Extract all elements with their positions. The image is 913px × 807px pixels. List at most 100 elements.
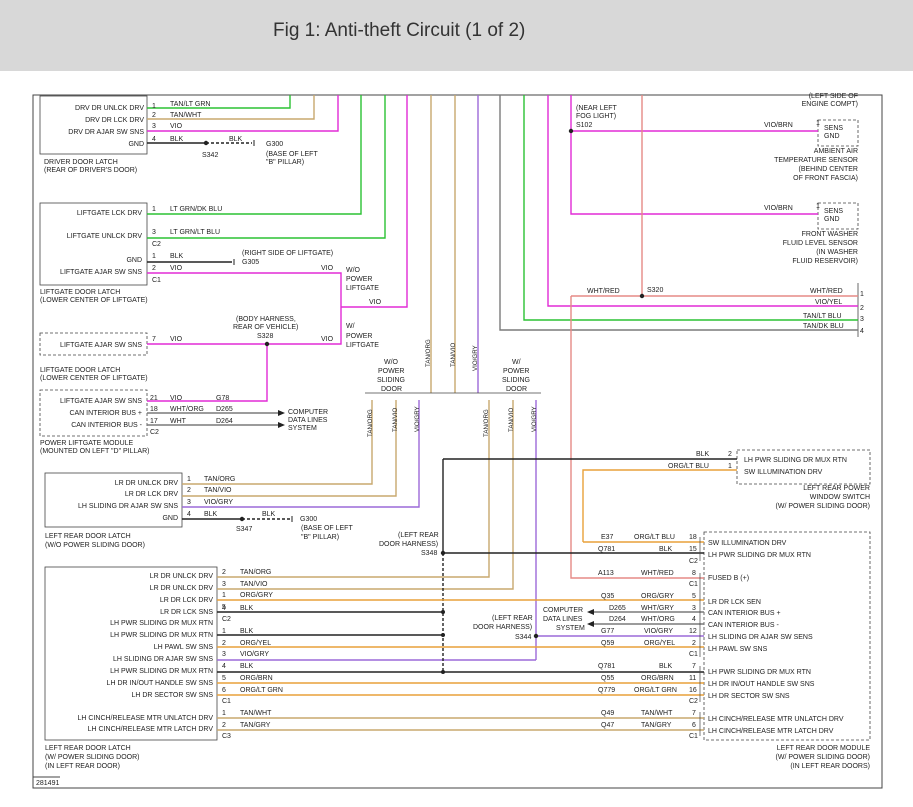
- diagram-label: 2: [860, 305, 864, 312]
- wire-vio-drv-ajar: [147, 95, 339, 132]
- diagram-label: Q55: [601, 675, 614, 682]
- diagram-label: 7: [692, 710, 696, 717]
- diagram-label: 6: [692, 722, 696, 729]
- wire-color-label: VIO/GRY: [531, 406, 538, 432]
- diagram-label: (RIGHT SIDE OF LIFTGATE): [242, 250, 333, 257]
- wire-color-label: TAN/ORG: [483, 409, 490, 437]
- diagram-label: DATA LINES: [543, 616, 583, 623]
- wire-vio-liftgate-ajar: [147, 272, 342, 307]
- wire-tan-org-wo: [182, 400, 373, 485]
- diagram-label: 2: [222, 640, 226, 647]
- diagram-label: W/: [346, 323, 355, 330]
- diagram-label: 3: [692, 605, 696, 612]
- diagram-label: ORG/LT GRN: [634, 687, 677, 694]
- diagram-label: WINDOW SWITCH: [810, 494, 870, 501]
- diagram-label: POWER: [503, 368, 529, 375]
- diagram-label: WHT/RED: [810, 288, 843, 295]
- diagram-label: GND: [126, 257, 142, 264]
- diagram-label: LH SLIDING DR AJAR SW SNS: [113, 656, 213, 663]
- diagram-label: LH DR SECTOR SW SNS: [708, 693, 790, 700]
- diagram-label: G77: [601, 628, 614, 635]
- diagram-label: LEFT REAR DOOR LATCH: [45, 745, 131, 752]
- diagram-label: LIFTGATE LCK DRV: [77, 210, 142, 217]
- diagram-label: TAN/ORG: [240, 569, 271, 576]
- diagram-label: (IN LEFT REAR DOORS): [790, 763, 870, 770]
- wire-top-gray-2: [523, 95, 858, 321]
- diagram-label: WHT: [170, 418, 187, 425]
- diagram-label: LH PAWL SW SNS: [154, 644, 214, 651]
- diagram-label: TAN/VIO: [204, 487, 232, 494]
- diagram-label: (LOWER CENTER OF LIFTGATE): [40, 297, 148, 304]
- diagram-label: LR DR UNLCK DRV: [150, 585, 214, 592]
- diagram-label: LH CINCH/RELEASE MTR UNLATCH DRV: [78, 715, 214, 722]
- diagram-label: (BEHIND CENTER: [798, 166, 858, 173]
- diagram-label: (MOUNTED ON LEFT "D" PILLAR): [40, 448, 149, 455]
- diagram-label: SENS: [824, 208, 843, 215]
- diagram-label: (W/ POWER SLIDING DOOR): [776, 754, 871, 761]
- diagram-label: 7: [692, 663, 696, 670]
- diagram-label: TAN/GRY: [641, 722, 672, 729]
- diagram-label: (LEFT SIDE OF: [809, 93, 858, 100]
- driver-door-latch-box: [39, 95, 148, 155]
- diagram-label: S342: [202, 152, 218, 159]
- diagram-label: 17: [150, 418, 158, 425]
- diagram-label: VIO: [369, 299, 382, 306]
- wire-tan-lt-grn: [147, 95, 291, 109]
- splice-s320: [639, 293, 645, 299]
- splice-mux-1: [441, 610, 445, 614]
- diagram-label: G300: [266, 141, 283, 148]
- left-rear-module-box: [703, 531, 871, 741]
- diagram-label: (BODY HARNESS,: [236, 316, 296, 323]
- diagram-label: BLK: [229, 136, 243, 143]
- diagram-label: GND: [128, 141, 144, 148]
- diagram-label: (W/ POWER SLIDING DOOR): [45, 754, 140, 761]
- diagram-label: LT GRN/LT BLU: [170, 229, 220, 236]
- diagram-label: 8: [692, 570, 696, 577]
- diagram-label: TEMPERATURE SENSOR: [774, 157, 858, 164]
- liftgate-latch-box: [39, 202, 148, 286]
- diagram-label: D264: [609, 616, 626, 623]
- diagram-label: LIFTGATE AJAR SW SNS: [60, 342, 142, 349]
- diagram-label: LR DR UNLCK DRV: [115, 480, 179, 487]
- diagram-label: C1: [689, 651, 698, 658]
- header-bar: Fig 1: Anti-theft Circuit (1 of 2): [0, 0, 913, 71]
- diagram-label: 11: [689, 675, 696, 682]
- diagram-label: TAN/WHT: [641, 710, 673, 717]
- wire-tan-org-w: [217, 400, 490, 578]
- diagram-label: LH PWR SLIDING DR MUX RTN: [708, 552, 811, 559]
- diagram-label: S347: [236, 526, 252, 533]
- diagram-label: CAN INTERIOR BUS -: [708, 622, 779, 629]
- diagram-label: ENGINE COMPT): [802, 101, 858, 108]
- diagram-label: LIFTGATE AJAR SW SNS: [60, 269, 142, 276]
- diagram-label: COMPUTER: [288, 409, 328, 416]
- diagram-label: Q59: [601, 640, 614, 647]
- diagram-label: C1: [689, 581, 698, 588]
- diagram-label: 3: [222, 581, 226, 588]
- diagram-label: 12: [689, 628, 697, 635]
- diagram-label: BLK: [659, 546, 673, 553]
- diagram-label: 5: [222, 675, 226, 682]
- diagram-label: POWER: [378, 368, 404, 375]
- diagram-label: POWER: [346, 276, 372, 283]
- diagram-label: ORG/GRY: [641, 593, 674, 600]
- diagram-label: (LEFT REAR: [398, 532, 439, 539]
- diagram-label: ORG/BRN: [240, 675, 273, 682]
- diagram-label: TAN/WHT: [170, 112, 202, 119]
- ambient-temp-sensor-box: [817, 119, 859, 147]
- wire-color-label: TAN/VIO: [508, 408, 515, 432]
- diagram-label: BLK: [659, 663, 673, 670]
- diagram-label: C3: [222, 733, 231, 740]
- splice-s347: [239, 516, 245, 522]
- diagram-label: 1: [152, 206, 156, 213]
- diagram-label: LIFTGATE: [346, 285, 379, 292]
- wire-color-label: TAN/ORG: [425, 339, 432, 367]
- diagram-label: C1: [689, 733, 698, 740]
- diagram-label: C2: [150, 429, 159, 436]
- arrow-can-minus-right: [587, 621, 594, 627]
- left-rear-latch-wo-box: [44, 472, 183, 528]
- diagram-label: BLK: [240, 663, 254, 670]
- diagram-label: ORG/LT GRN: [240, 687, 283, 694]
- diagram-label: LH PWR SLIDING DR MUX RTN: [110, 620, 213, 627]
- diagram-label: W/: [512, 359, 521, 366]
- diagram-label: REAR OF VEHICLE): [233, 324, 298, 331]
